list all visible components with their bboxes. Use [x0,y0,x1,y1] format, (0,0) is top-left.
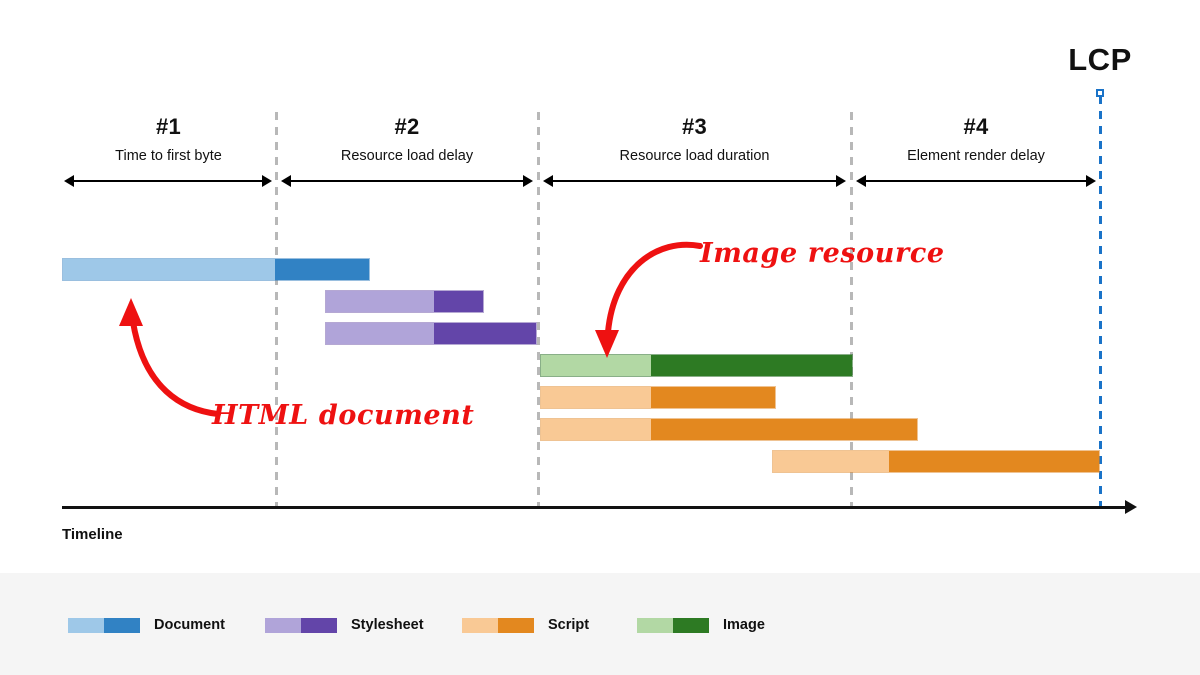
script-bar-2 [540,418,918,441]
phase-name: Time to first byte [115,148,222,164]
phase-measure-arrow-2 [281,175,533,187]
bar-segment-dark [433,291,483,312]
phase-divider-3 [850,112,853,508]
timeline-axis-label: Timeline [62,526,123,543]
arrow-shaft [550,180,839,183]
phase-measure-arrow-3 [543,175,846,187]
arrow-head-right-icon [262,175,272,187]
stylesheet-bar-2 [325,322,537,345]
chart-plot-area [0,0,1200,573]
legend-item-script: Script [462,617,589,633]
image-resource-annotation-label: Image resource [700,238,945,269]
legend-label: Image [723,617,765,633]
html-document-annotation-arrow [119,298,221,417]
phase-header-2: #2 Resource load delay [278,116,536,165]
legend-swatch-image [637,617,709,633]
swatch-light [637,617,673,633]
bar-segment-light [541,387,652,408]
arrow-head-left-icon [64,175,74,187]
legend-item-document: Document [68,617,225,633]
arrow-head-left-icon [543,175,553,187]
bar-segment-dark [274,259,369,280]
bar-segment-dark [651,355,852,376]
lcp-label: LCP [1068,42,1132,77]
bar-segment-light [326,323,434,344]
timeline-axis-line [62,506,1126,509]
phase-header-3: #3 Resource load duration [540,116,849,165]
phase-measure-arrow-4 [856,175,1096,187]
legend-label: Stylesheet [351,617,424,633]
arrow-shaft [863,180,1089,183]
phase-number: #2 [394,114,420,139]
legend-panel [0,573,1200,675]
legend-swatch-document [68,617,140,633]
legend-label: Script [548,617,590,633]
bar-segment-dark [433,323,536,344]
phase-number: #1 [155,114,182,139]
bar-segment-light [541,355,652,376]
legend-item-image: Image [637,617,765,633]
phase-header-1: #1 Time to first byte [62,116,275,165]
arrow-shaft [288,180,526,183]
phase-measure-arrow-1 [64,175,272,187]
lcp-dashed-line [1099,96,1102,508]
phase-name: Resource load duration [619,148,770,164]
legend-swatch-stylesheet [265,617,337,633]
script-bar-1 [540,386,776,409]
swatch-dark [673,617,709,633]
arrow-head-right-icon [836,175,846,187]
arrow-head-right-icon [1086,175,1096,187]
html-document-annotation-label: HTML document [212,400,475,431]
timeline-axis-arrow-icon [1125,500,1137,514]
phase-number: #4 [963,114,989,139]
bar-segment-light [63,259,275,280]
arrow-head-right-icon [523,175,533,187]
swatch-light [68,617,104,633]
phase-number: #3 [681,114,708,139]
bar-segment-light [326,291,434,312]
stylesheet-bar-1 [325,290,484,313]
bar-segment-light [773,451,890,472]
script-bar-3 [772,450,1100,473]
legend-label: Document [154,617,225,633]
swatch-dark [301,617,337,633]
image-resource-annotation-arrow [595,241,703,358]
swatch-dark [498,617,534,633]
bar-segment-dark [651,419,917,440]
phase-name: Element render delay [907,148,1045,164]
legend-item-stylesheet: Stylesheet [265,617,424,633]
swatch-dark [104,617,140,633]
image-bar [540,354,853,377]
phase-name: Resource load delay [340,148,474,164]
bar-segment-dark [651,387,775,408]
phase-divider-2 [537,112,540,508]
arrow-head-left-icon [281,175,291,187]
phase-header-4: #4 Element render delay [853,116,1099,165]
swatch-light [265,617,301,633]
swatch-light [462,617,498,633]
document-bar [62,258,370,281]
arrow-shaft [71,180,265,183]
bar-segment-dark [889,451,1099,472]
phase-divider-1 [275,112,278,508]
bar-segment-light [541,419,652,440]
legend-swatch-script [462,617,534,633]
arrow-head-left-icon [856,175,866,187]
